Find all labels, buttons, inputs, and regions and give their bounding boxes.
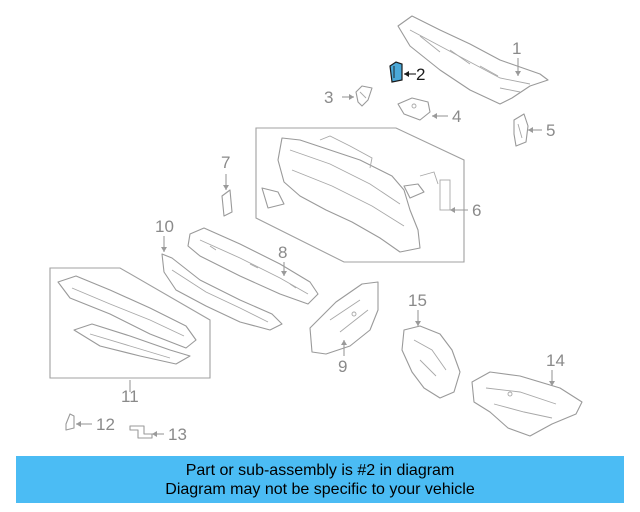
part-8-cross-member[interactable] bbox=[187, 227, 319, 305]
part-2-highlighted-bracket[interactable] bbox=[389, 61, 403, 83]
arrow-1-icon bbox=[515, 71, 521, 76]
callout-9: 9 bbox=[338, 357, 347, 376]
diagram-notice-banner: Part or sub-assembly is #2 in diagram Di… bbox=[16, 456, 624, 503]
callout-15: 15 bbox=[408, 291, 427, 310]
arrow-13-icon bbox=[152, 431, 157, 437]
arrow-12-icon bbox=[76, 421, 81, 427]
arrow-5-icon bbox=[528, 127, 533, 133]
part-11-group-box bbox=[49, 267, 211, 379]
part-9-side-panel[interactable] bbox=[309, 281, 379, 355]
arrow-14-icon bbox=[549, 381, 555, 386]
callout-1: 1 bbox=[512, 39, 521, 58]
callout-7: 7 bbox=[221, 153, 230, 172]
part-1-cowl-panel[interactable] bbox=[397, 15, 549, 105]
part-10-reinforcement[interactable] bbox=[161, 253, 283, 331]
arrow-15-icon bbox=[415, 321, 421, 326]
arrow-2-icon bbox=[404, 71, 409, 77]
arrow-9-icon bbox=[341, 340, 347, 345]
callout-11: 11 bbox=[121, 387, 139, 406]
part-14-lower-panel[interactable] bbox=[471, 371, 583, 437]
part-3-clip[interactable] bbox=[355, 85, 373, 107]
part-12-clip[interactable] bbox=[65, 413, 75, 431]
arrow-3-icon bbox=[349, 94, 354, 100]
part-6-dash-panel[interactable] bbox=[261, 135, 451, 253]
arrow-10-icon bbox=[161, 247, 167, 252]
part-11-cowl-assembly[interactable] bbox=[57, 275, 197, 365]
part-4-bracket[interactable] bbox=[397, 97, 431, 121]
callout-14: 14 bbox=[546, 351, 565, 370]
part-7-small-bracket[interactable] bbox=[221, 189, 233, 217]
part-6-group-box bbox=[255, 127, 465, 263]
callout-8: 8 bbox=[278, 243, 287, 262]
arrow-6-icon bbox=[450, 207, 455, 213]
arrow-4-icon bbox=[432, 113, 437, 119]
callout-13: 13 bbox=[168, 425, 187, 444]
banner-line-1: Part or sub-assembly is #2 in diagram bbox=[185, 461, 455, 479]
arrow-7-icon bbox=[223, 185, 229, 190]
callout-3: 3 bbox=[324, 88, 333, 107]
callout-2: 2 bbox=[416, 65, 425, 84]
arrow-8-icon bbox=[281, 271, 287, 276]
callout-10: 10 bbox=[155, 217, 174, 236]
part-13-bracket[interactable] bbox=[129, 425, 153, 439]
part-5-side-bracket[interactable] bbox=[513, 113, 529, 147]
banner-line-2: Diagram may not be specific to your vehi… bbox=[165, 480, 475, 498]
callout-4: 4 bbox=[452, 107, 461, 126]
callout-6: 6 bbox=[472, 201, 481, 220]
part-15-wheelhouse[interactable] bbox=[401, 325, 461, 399]
callout-5: 5 bbox=[546, 121, 555, 140]
callout-12: 12 bbox=[96, 415, 115, 434]
parts-diagram: 1 2 3 4 5 6 7 bbox=[49, 15, 583, 444]
